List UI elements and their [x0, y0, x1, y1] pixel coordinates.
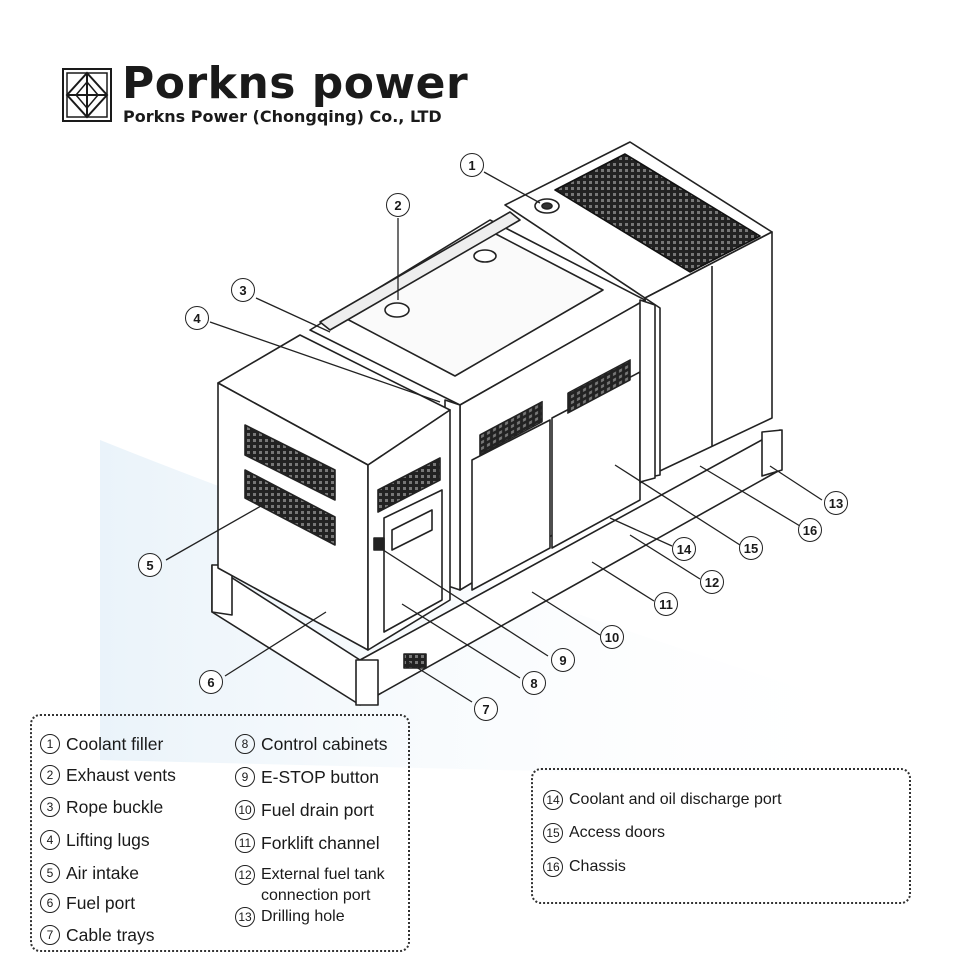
- legend-item-9: 9 E-STOP button: [235, 766, 379, 788]
- legend-item-14: 14 Coolant and oil discharge port: [543, 789, 782, 811]
- callout-10: 10: [600, 625, 624, 649]
- callout-11: 11: [654, 592, 678, 616]
- legend-label: Exhaust vents: [66, 765, 176, 785]
- legend-number: 16: [543, 857, 563, 877]
- legend-label: Coolant filler: [66, 734, 164, 754]
- legend-number: 5: [40, 863, 60, 883]
- legend-label: Access doors: [569, 824, 666, 841]
- legend-number: 9: [235, 767, 255, 787]
- legend-item-7: 7 Cable trays: [40, 924, 155, 946]
- legend-number: 6: [40, 893, 60, 913]
- legend-item-12: 12 External fuel tank connection port: [235, 864, 391, 906]
- legend-number: 2: [40, 765, 60, 785]
- legend-item-6: 6 Fuel port: [40, 892, 135, 914]
- legend-item-5: 5 Air intake: [40, 862, 139, 884]
- legend-number: 13: [235, 907, 255, 927]
- legend-item-10: 10 Fuel drain port: [235, 799, 374, 821]
- coolant-filler-cap: [534, 198, 560, 214]
- legend-label: Control cabinets: [261, 734, 388, 754]
- callout-6: 6: [199, 670, 223, 694]
- legend-label: Cable trays: [66, 925, 155, 945]
- legend-number: 8: [235, 734, 255, 754]
- legend-label: Lifting lugs: [66, 830, 150, 850]
- legend-item-1: 1 Coolant filler: [40, 733, 163, 755]
- control-cabinet-box: [217, 334, 451, 651]
- leader-lines: [165, 171, 823, 703]
- legend-label: Forklift channel: [261, 833, 380, 853]
- legend-number: 12: [235, 865, 255, 885]
- legend-label: E-STOP button: [261, 767, 380, 787]
- callout-12: 12: [700, 570, 724, 594]
- callout-9: 9: [551, 648, 575, 672]
- legend-item-16: 16 Chassis: [543, 856, 626, 878]
- enclosure-front: [459, 299, 646, 591]
- legend-item-3: 3 Rope buckle: [40, 796, 163, 818]
- logo-mark-icon: [62, 68, 112, 122]
- legend-label: Air intake: [66, 863, 139, 883]
- legend-number: 4: [40, 830, 60, 850]
- callout-1: 1: [460, 153, 484, 177]
- legend-number: 7: [40, 925, 60, 945]
- legend-item-13: 13 Drilling hole: [235, 906, 345, 928]
- legend-item-8: 8 Control cabinets: [235, 733, 387, 755]
- brand-company: Porkns Power (Chongqing) Co., LTD: [123, 107, 442, 126]
- callout-3: 3: [231, 278, 255, 302]
- callout-5: 5: [138, 553, 162, 577]
- callout-7: 7: [474, 697, 498, 721]
- brand-logo: Porkns power Porkns Power (Chongqing) Co…: [62, 58, 468, 128]
- legend-number: 3: [40, 797, 60, 817]
- legend-number: 11: [235, 833, 255, 853]
- legend-label: Chassis: [569, 858, 626, 875]
- legend-number: 1: [40, 734, 60, 754]
- legend-item-4: 4 Lifting lugs: [40, 829, 150, 851]
- callout-4: 4: [185, 306, 209, 330]
- exhaust-vents: [384, 249, 497, 318]
- legend-number: 14: [543, 790, 563, 810]
- legend-item-11: 11 Forklift channel: [235, 832, 380, 854]
- brand-name: Porkns power: [122, 58, 469, 109]
- callout-13: 13: [824, 491, 848, 515]
- callout-16: 16: [798, 518, 822, 542]
- radiator-grille: [554, 153, 761, 273]
- legend-right: 14 Coolant and oil discharge port 15 Access…: [531, 768, 911, 904]
- legend-label: Rope buckle: [66, 797, 164, 817]
- legend-label: Coolant and oil discharge port: [569, 791, 782, 808]
- legend-number: 10: [235, 800, 255, 820]
- legend-label: External fuel tank connection port: [261, 866, 385, 904]
- legend-left: 1 Coolant filler 2 Exhaust vents 3 Rope buckl…: [30, 714, 410, 952]
- legend-label: Drilling hole: [261, 908, 345, 925]
- legend-item-15: 15 Access doors: [543, 822, 665, 844]
- callout-2: 2: [386, 193, 410, 217]
- callout-15: 15: [739, 536, 763, 560]
- callout-14: 14: [672, 537, 696, 561]
- legend-item-2: 2 Exhaust vents: [40, 764, 176, 786]
- legend-label: Fuel port: [66, 893, 136, 913]
- callout-8: 8: [522, 671, 546, 695]
- legend-number: 15: [543, 823, 563, 843]
- legend-label: Fuel drain port: [261, 800, 374, 820]
